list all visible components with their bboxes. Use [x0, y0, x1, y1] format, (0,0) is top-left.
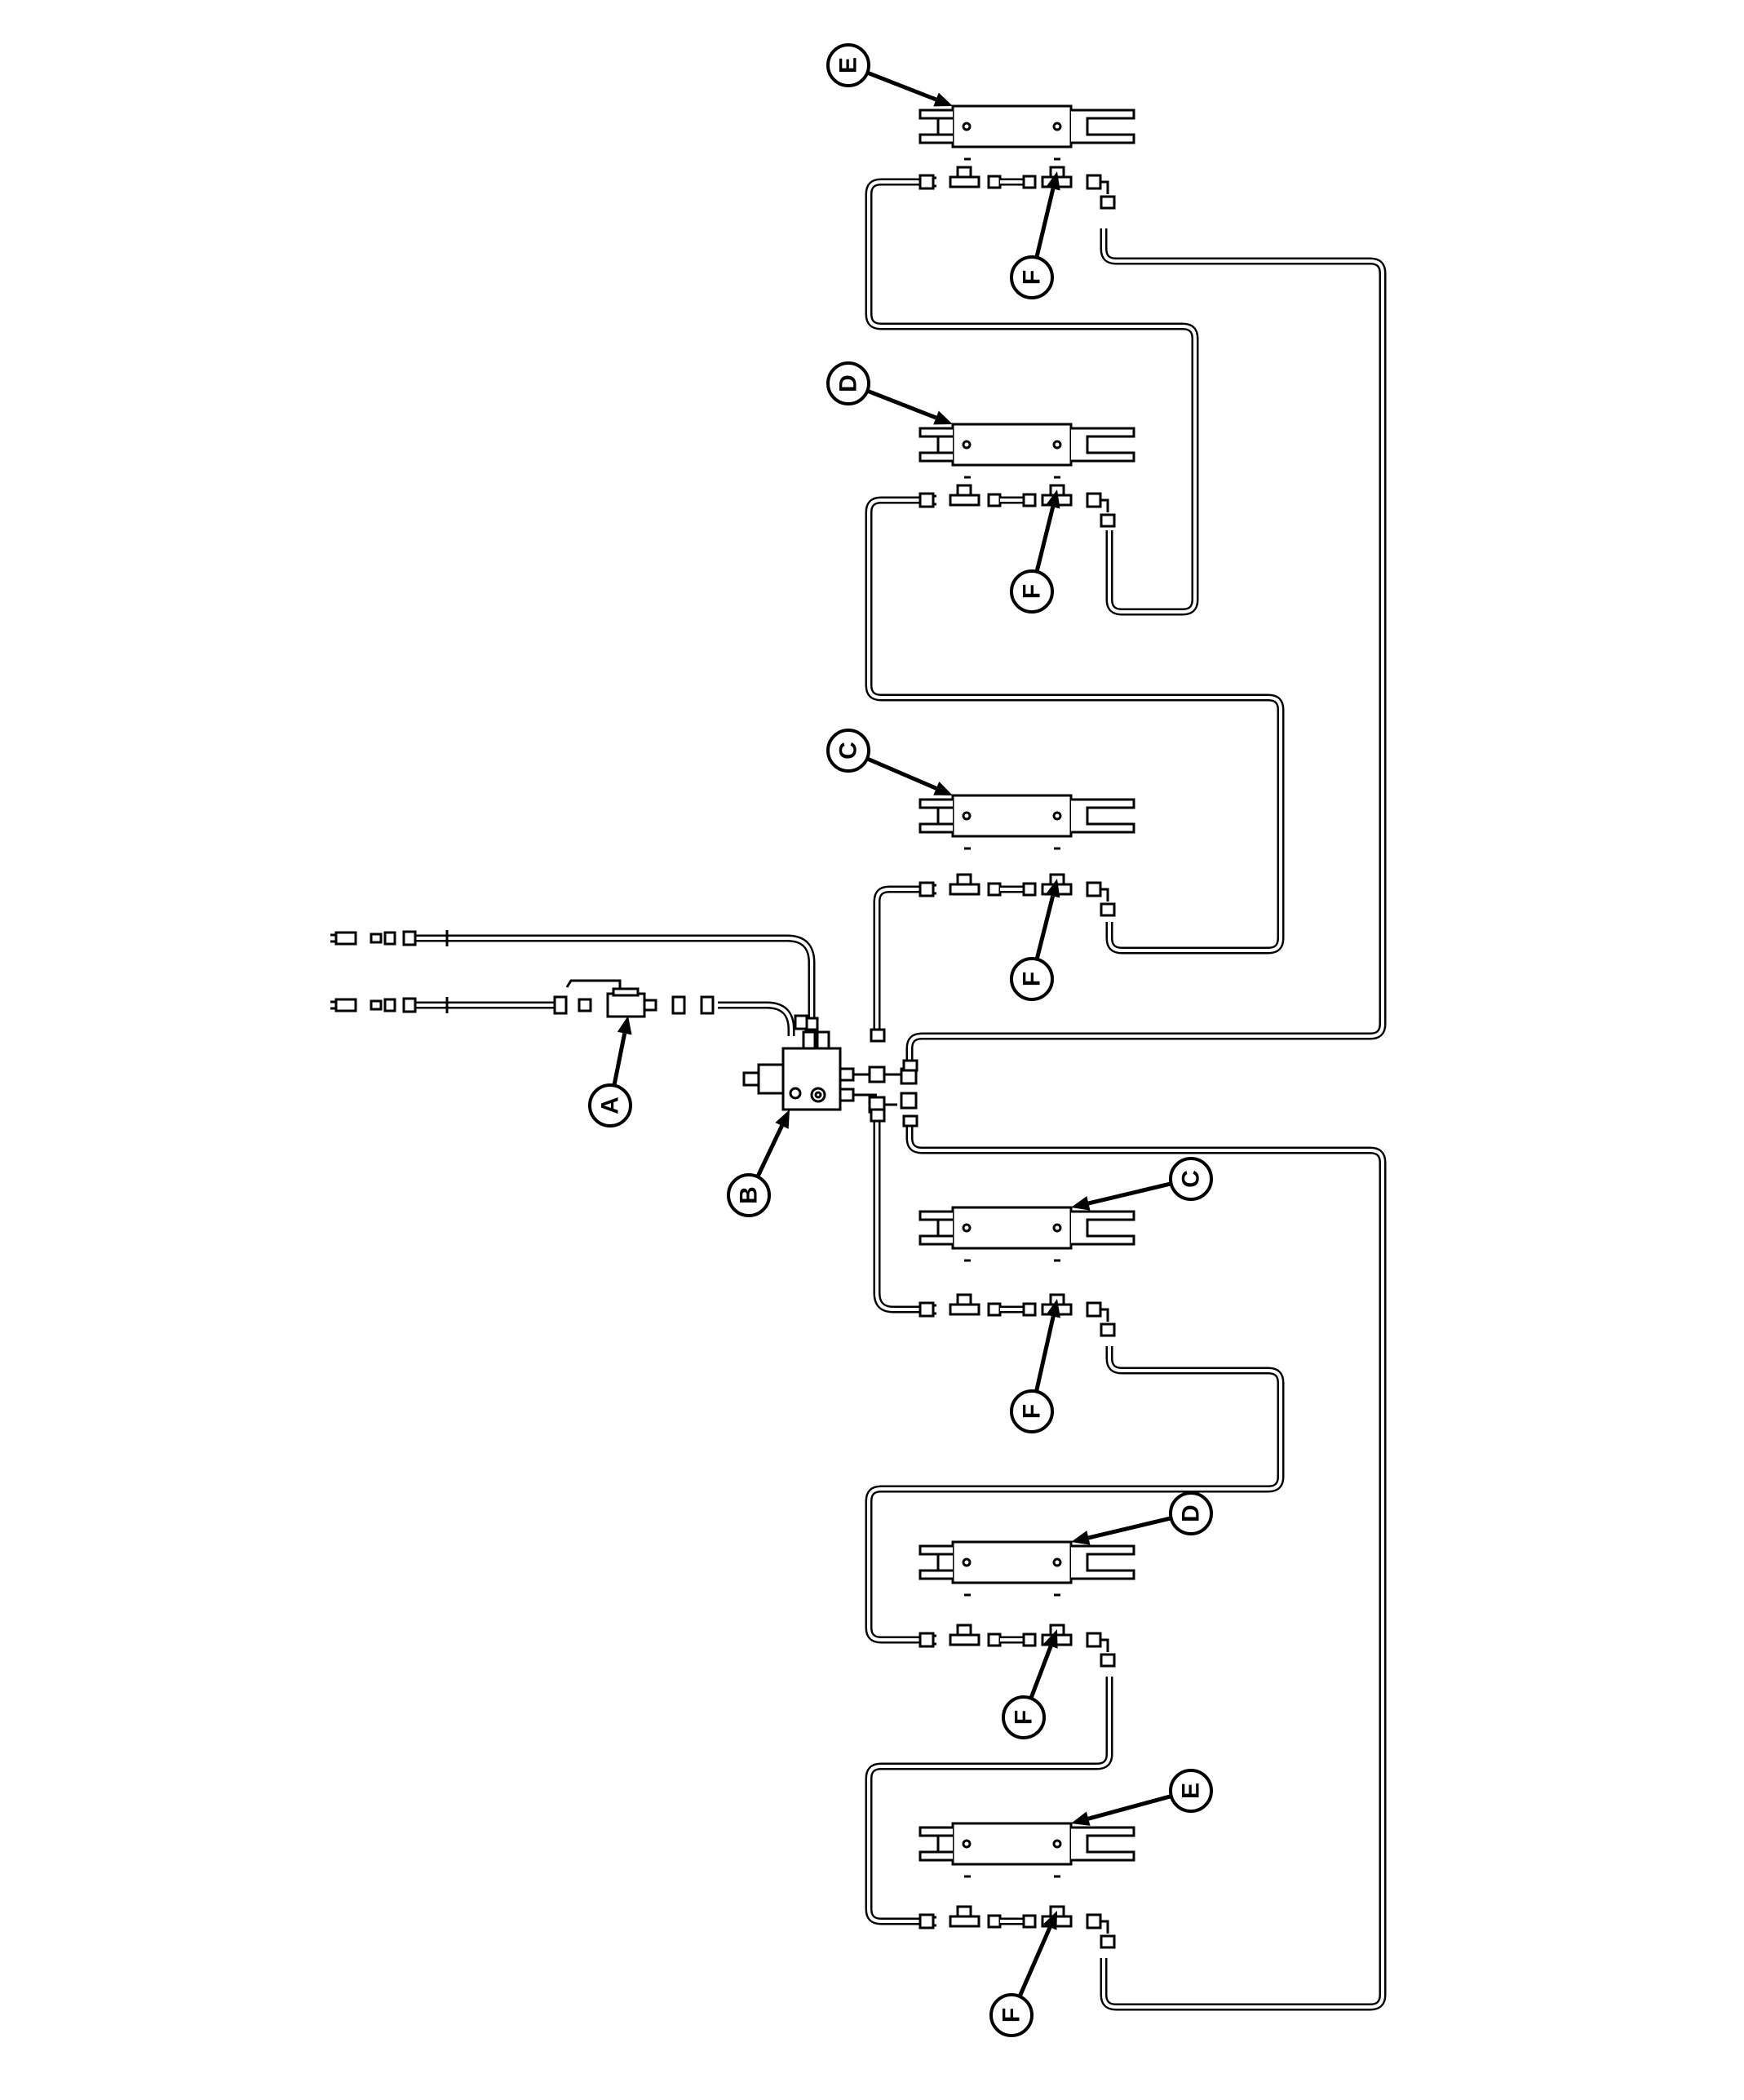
callout-arrowhead	[1043, 1629, 1058, 1649]
callout-arrowhead	[775, 1110, 790, 1129]
callout-letter: F	[1019, 584, 1046, 599]
hose-pressure-lower	[408, 1001, 795, 1036]
valve-block	[742, 1017, 918, 1128]
callout-d-top: D	[826, 361, 953, 425]
cylinders	[918, 104, 1135, 1878]
callout-circle	[989, 1993, 1034, 2037]
fitting-row	[918, 1293, 1116, 1337]
callout-circle	[727, 1173, 771, 1217]
callout-e-bot: E	[1071, 1769, 1213, 1826]
callout-a: A	[588, 1016, 632, 1128]
callout-letter: E	[835, 57, 862, 73]
callout-letter: A	[597, 1097, 624, 1114]
callouts: E F D F C F A B C F D F E F	[588, 43, 1213, 2037]
callout-circle	[826, 43, 870, 87]
callout-arrowhead	[617, 1016, 632, 1035]
hose-d-bottom-to-e-bottom	[865, 1677, 1113, 1925]
callout-leader-line	[1087, 1516, 1172, 1540]
callout-letter: F	[1019, 972, 1046, 986]
fittings	[918, 166, 1116, 1949]
callout-circle	[1169, 1491, 1213, 1535]
callout-leader-line	[1034, 506, 1056, 573]
callout-circle	[826, 729, 870, 773]
hose-b-to-c-bottom	[873, 1110, 920, 1314]
callout-leader-line	[865, 756, 937, 791]
callout-arrowhead	[1045, 490, 1060, 509]
callout-letter: B	[736, 1186, 763, 1204]
callout-leader-line	[1034, 188, 1056, 259]
callout-f-3: F	[1010, 879, 1060, 1001]
callout-c-top: C	[826, 729, 953, 795]
hydraulic-cylinder	[918, 1540, 1135, 1597]
callout-arrowhead	[1071, 1811, 1091, 1826]
callout-arrowhead	[1046, 1299, 1060, 1318]
fitting-row	[918, 1905, 1116, 1949]
pressure-line-couplers	[330, 930, 808, 1030]
hydraulic-cylinder	[918, 794, 1135, 850]
callout-leader-line	[1087, 1794, 1172, 1821]
fitting-row	[918, 873, 1116, 917]
hose-lines	[408, 178, 1387, 2011]
callout-f-2: F	[1010, 490, 1060, 614]
callout-circle	[1010, 1389, 1054, 1433]
hose-c-top-to-b	[873, 885, 920, 1036]
hose-e-top-to-d-top	[865, 178, 1199, 616]
callout-letter: D	[1178, 1504, 1205, 1522]
hose-e-top-return	[905, 228, 1387, 1073]
callout-arrowhead	[1071, 1196, 1091, 1211]
callout-circle	[1010, 569, 1054, 614]
fitting-row	[918, 484, 1116, 528]
callout-circle	[1002, 1695, 1046, 1739]
callout-leader-line	[755, 1124, 784, 1178]
hydraulic-cylinder	[918, 104, 1135, 161]
callout-leader-line	[1034, 1315, 1056, 1393]
callout-arrowhead	[1046, 171, 1060, 191]
callout-letter: D	[835, 374, 862, 392]
callout-letter: F	[1019, 270, 1046, 285]
callout-leader-line	[866, 388, 937, 420]
callout-leader-line	[866, 70, 937, 102]
callout-arrowhead	[1045, 879, 1060, 898]
callout-c-bot: C	[1071, 1157, 1213, 1211]
hydraulic-cylinder	[918, 1822, 1135, 1878]
callout-e-top: E	[826, 43, 953, 107]
callout-b: B	[727, 1110, 790, 1217]
callout-circle	[588, 1083, 632, 1128]
callout-letter: F	[1019, 1404, 1046, 1419]
callout-circle	[1169, 1769, 1213, 1813]
hose-c-bottom-to-d-bottom	[865, 1346, 1285, 1644]
callout-f-5: F	[1002, 1629, 1058, 1739]
callout-circle	[1010, 255, 1054, 299]
callout-arrowhead	[933, 92, 953, 107]
callout-f-6: F	[989, 1911, 1057, 2037]
callout-leader-line	[1034, 895, 1056, 960]
callout-leader-line	[1029, 1645, 1053, 1699]
hydraulic-cylinder	[918, 423, 1135, 479]
fitting-row	[918, 1624, 1116, 1668]
callout-arrowhead	[933, 410, 953, 425]
callout-leader-line	[1017, 1926, 1052, 1998]
valve-a-assembly	[553, 979, 715, 1018]
callout-f-1: F	[1010, 171, 1060, 299]
fitting-row	[918, 166, 1116, 210]
callout-circle	[826, 361, 870, 405]
callout-f-4: F	[1010, 1299, 1060, 1433]
callout-letter: C	[1178, 1170, 1205, 1188]
callout-arrowhead	[1042, 1911, 1057, 1930]
callout-circle	[1010, 957, 1054, 1001]
callout-letter: C	[835, 742, 862, 760]
callout-leader-line	[612, 1033, 627, 1086]
callout-d-bot: D	[1071, 1491, 1213, 1545]
callout-letter: F	[998, 2008, 1025, 2022]
callout-arrowhead	[1071, 1531, 1091, 1545]
hydraulic-cylinder	[918, 1206, 1135, 1262]
callout-leader-line	[1087, 1181, 1172, 1206]
callout-arrowhead	[933, 782, 953, 795]
callout-circle	[1169, 1157, 1213, 1201]
callout-letter: E	[1178, 1783, 1205, 1799]
callout-letter: F	[1011, 1710, 1038, 1725]
